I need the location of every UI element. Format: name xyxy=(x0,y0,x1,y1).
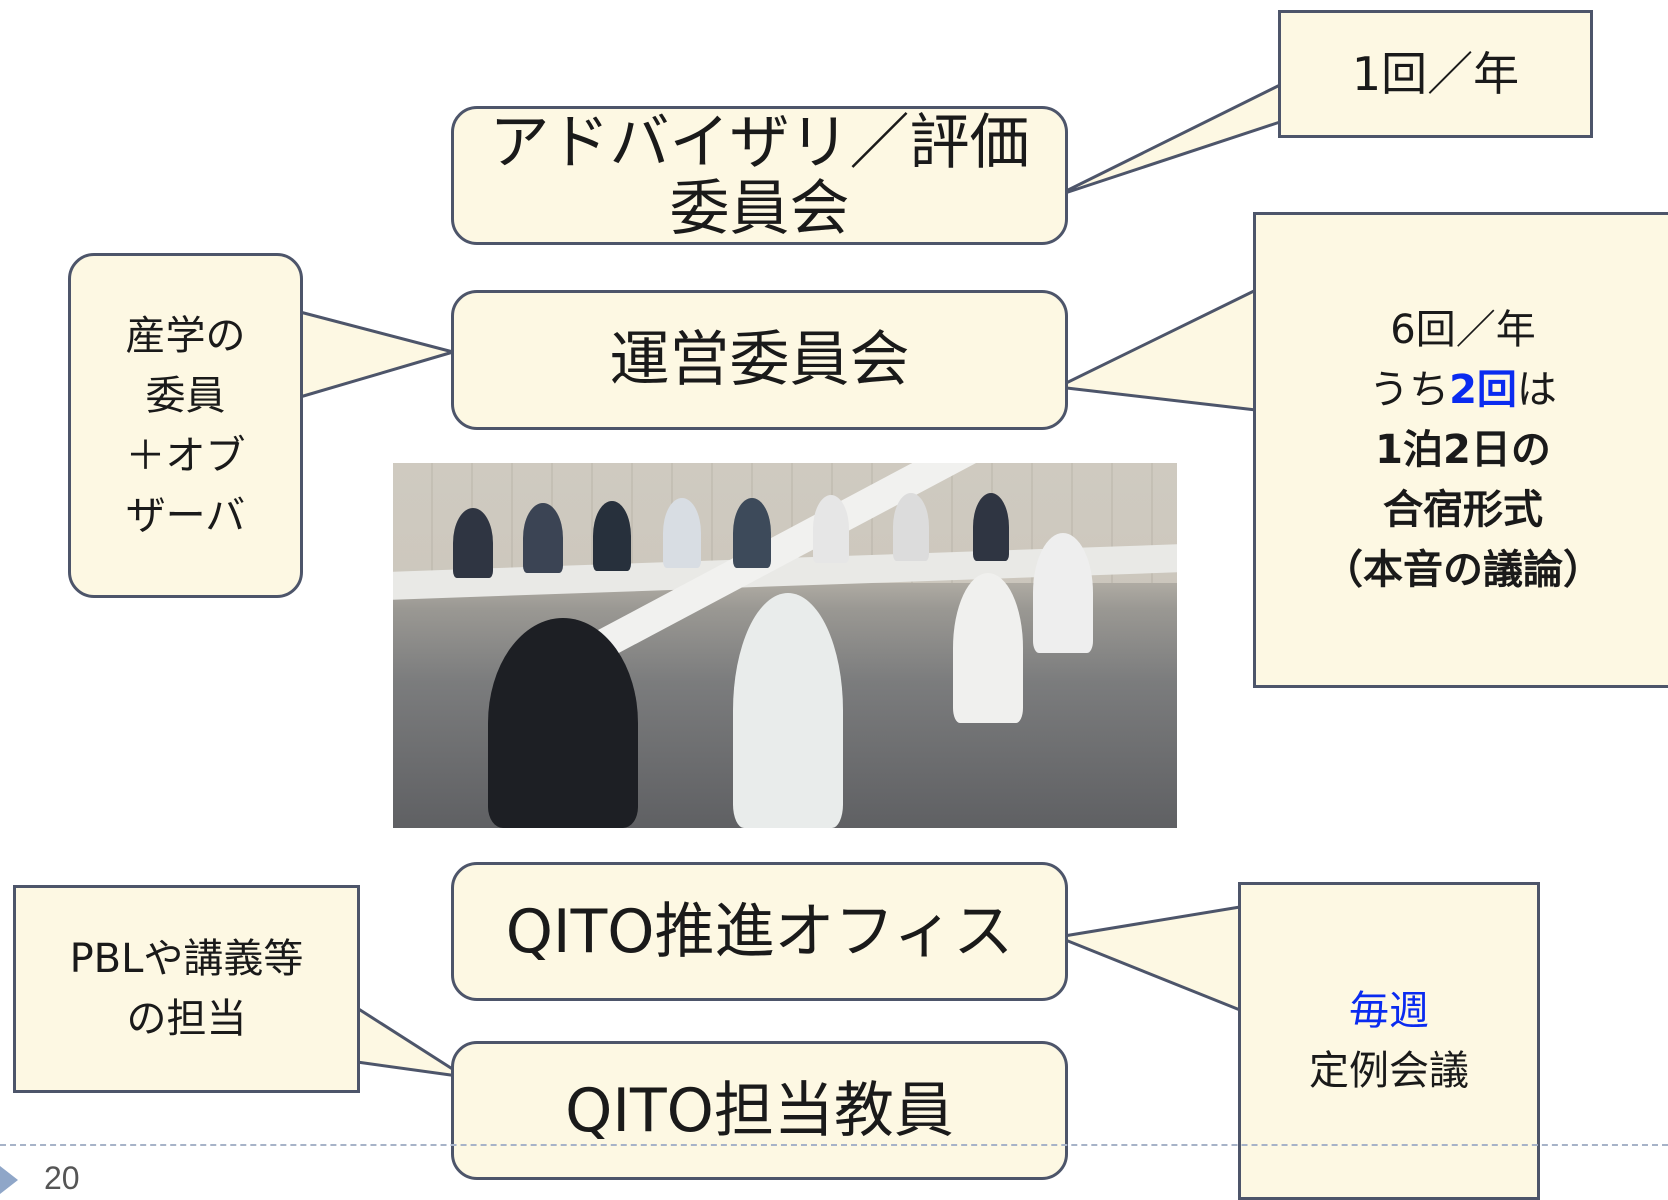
steering-note-highlight: 2回 xyxy=(1449,367,1517,413)
advisory-committee-box: アドバイザリ／評価 委員会 xyxy=(451,106,1068,245)
steering-committee-box: 運営委員会 xyxy=(451,290,1068,430)
duties-note-pointer xyxy=(355,1006,467,1079)
members-note-line4: ザーバ xyxy=(125,492,246,539)
duties-note-line2: の担当 xyxy=(126,996,247,1042)
duties-note: PBLや講義等 の担当 xyxy=(13,885,360,1093)
weekly-meeting-line2: 定例会議 xyxy=(1309,1048,1469,1094)
promotion-office-box: QITO推進オフィス xyxy=(451,862,1068,1001)
steering-note-line2: うち2回は xyxy=(1369,360,1557,420)
advisory-committee-line2: 委員会 xyxy=(669,173,850,244)
slide-marker-icon xyxy=(0,1166,18,1194)
steering-note-line3: 1泊2日の xyxy=(1375,427,1551,473)
members-note-pointer xyxy=(298,310,455,399)
members-note-line1: 産学の xyxy=(125,312,246,359)
weekly-meeting-note: 毎週 定例会議 xyxy=(1238,882,1540,1200)
slide-footer: 20 xyxy=(0,1138,1668,1199)
meeting-photo xyxy=(393,463,1177,828)
promotion-office-label: QITO推進オフィス xyxy=(505,896,1014,967)
slide-number: 20 xyxy=(44,1160,80,1196)
steering-note-line5: （本音の議論） xyxy=(1323,547,1603,593)
weekly-note-pointer xyxy=(1056,905,1242,1012)
steering-note-line1: 6回／年 xyxy=(1390,307,1536,353)
steering-committee-label: 運営委員会 xyxy=(609,325,910,395)
faculty-box: QITO担当教員 xyxy=(451,1041,1068,1180)
steering-note-pointer xyxy=(1056,288,1258,412)
annual-frequency-note: 1回／年 xyxy=(1278,10,1593,138)
members-note-line3: ＋オブ xyxy=(125,432,246,479)
steering-note-line4: 合宿形式 xyxy=(1383,487,1543,533)
weekly-meeting-highlight: 毎週 xyxy=(1349,988,1429,1034)
steering-note-line2-suffix: は xyxy=(1516,367,1557,413)
annual-frequency-text: 1回／年 xyxy=(1351,47,1520,101)
steering-note-line2-prefix: うち xyxy=(1369,367,1450,413)
duties-note-line1: PBLや講義等 xyxy=(69,936,304,982)
steering-frequency-note: 6回／年 うち2回は 1泊2日の 合宿形式 （本音の議論） xyxy=(1253,212,1668,688)
advisory-committee-line1: アドバイザリ／評価 xyxy=(489,107,1030,178)
members-note: 産学の 委員 ＋オブ ザーバ xyxy=(68,253,303,598)
members-note-line2: 委員 xyxy=(145,372,226,419)
footer-divider xyxy=(0,1144,1668,1146)
annual-note-pointer xyxy=(1054,83,1282,198)
faculty-label: QITO担当教員 xyxy=(565,1075,954,1146)
